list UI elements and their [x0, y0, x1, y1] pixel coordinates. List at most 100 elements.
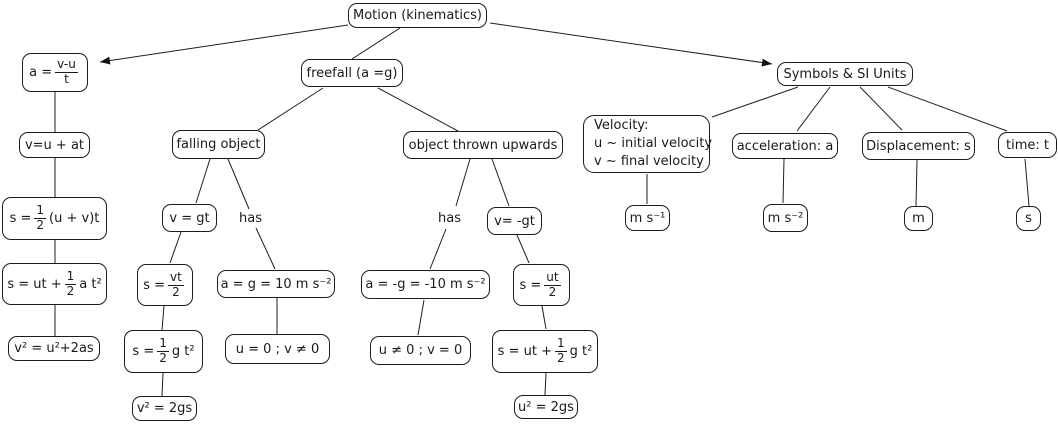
eq-pre: s =	[132, 344, 155, 359]
node-s-vt-over-2[interactable]: s = vt 2	[137, 264, 193, 306]
edge-falling-has1	[227, 158, 250, 210]
edge-has2-aneg10	[429, 228, 447, 270]
eq-pre: s =	[143, 277, 165, 293]
fraction-denominator: t	[64, 72, 69, 86]
fraction-numerator: 1	[34, 203, 47, 219]
node-s-ut-half-gt2[interactable]: s = ut + 1 2 g t²	[492, 330, 598, 373]
edge-sutgt2-u22gs	[544, 372, 547, 396]
edge-sut2-sutgt2	[541, 305, 547, 330]
link-label-has-thrown[interactable]: has	[438, 211, 461, 226]
node-s-ut-over-2[interactable]: s = ut 2	[513, 264, 570, 306]
node-symbols-si-units[interactable]: Symbols & SI Units	[777, 62, 913, 86]
fraction-denominator: 2	[66, 283, 75, 298]
edge-svt2-sgt2	[161, 305, 165, 331]
node-label: v = gt	[169, 210, 210, 226]
node-time-symbol[interactable]: time: t	[998, 132, 1057, 158]
velocity-line-3: v ~ final velocity	[594, 154, 704, 170]
node-label: m s⁻¹	[629, 210, 666, 226]
node-s-average-velocity[interactable]: s = 1 2 (u + v)t	[2, 197, 107, 240]
node-u-not-0-v0[interactable]: u ≠ 0 ; v = 0	[370, 336, 471, 365]
node-acceleration-definition[interactable]: a = v-u t	[22, 53, 88, 92]
node-label: falling object	[176, 137, 261, 152]
fraction-numerator: 1	[554, 336, 567, 352]
node-label: acceleration: a	[736, 138, 834, 154]
node-label: m s⁻²	[767, 210, 804, 226]
node-label: v² = 2gs	[136, 401, 193, 416]
eq-pre: s =	[9, 211, 32, 226]
node-label: object thrown upwards	[408, 137, 558, 153]
node-s-ut-half-at2[interactable]: s = ut + 1 2 a t²	[2, 263, 107, 305]
fraction-denominator: 2	[548, 284, 557, 299]
edge-symbols-accel	[796, 86, 831, 132]
fraction-denominator: 2	[556, 351, 565, 365]
fraction-numerator: v-u	[55, 57, 78, 73]
edge-falling-vgt	[195, 158, 211, 204]
node-falling-object[interactable]: falling object	[172, 130, 265, 159]
node-label: v= -gt	[494, 213, 535, 229]
node-u2-2gs[interactable]: u² = 2gs	[514, 395, 578, 419]
node-v-equals-gt[interactable]: v = gt	[162, 204, 217, 232]
fraction-numerator: 1	[64, 268, 77, 285]
edge-vneggt-sut2	[516, 234, 530, 264]
node-freefall[interactable]: freefall (a =g)	[301, 59, 403, 87]
node-a-equals-g-10[interactable]: a = g = 10 m s⁻²	[217, 270, 335, 298]
fraction: 1 2	[157, 336, 169, 366]
eq-post: a t²	[79, 276, 102, 292]
node-v2-2gs[interactable]: v² = 2gs	[132, 396, 197, 421]
fraction: 1 2	[64, 268, 77, 299]
edge-freefall-thrown	[377, 87, 459, 132]
node-label: a = g = 10 m s⁻²	[220, 276, 332, 292]
edge-symbols-velocity	[711, 86, 799, 118]
node-label: a = -g = -10 m s⁻²	[365, 277, 486, 292]
node-displacement-symbol[interactable]: Displacement: s	[862, 132, 975, 160]
node-label: u² = 2gs	[518, 399, 574, 415]
node-v-equals-u-plus-at[interactable]: v=u + at	[19, 132, 90, 158]
eq-pre: s = ut +	[497, 344, 552, 359]
edge-symbols-disp	[859, 86, 903, 131]
edge-time-s	[1024, 158, 1030, 207]
edge-root-freefall	[351, 27, 401, 60]
node-a-equals-neg-g-10[interactable]: a = -g = -10 m s⁻²	[361, 270, 490, 299]
node-velocity-symbols[interactable]: Velocity: u ~ initial velocity v ~ final…	[583, 115, 713, 173]
node-motion-kinematics[interactable]: Motion (kinematics)	[348, 3, 487, 28]
node-label: m	[912, 211, 925, 226]
node-unit-m[interactable]: m	[904, 206, 933, 231]
fraction-numerator: ut	[544, 269, 561, 286]
edge-thrown-has2	[455, 158, 471, 207]
eq-post: g t²	[171, 344, 195, 359]
node-label: u ≠ 0 ; v = 0	[378, 343, 463, 358]
node-s-half-gt2[interactable]: s = 1 2 g t²	[124, 330, 203, 373]
node-v-equals-neg-gt[interactable]: v= -gt	[487, 207, 542, 235]
edge-has1-ag10	[255, 227, 276, 270]
eq-pre: a =	[29, 65, 53, 80]
fraction-denominator: 2	[172, 284, 180, 299]
node-v2-u2-2as[interactable]: v² = u²+2as	[8, 336, 100, 361]
node-acceleration-symbol[interactable]: acceleration: a	[732, 133, 838, 159]
node-object-thrown-upwards[interactable]: object thrown upwards	[403, 131, 563, 159]
fraction-denominator: 2	[36, 218, 45, 232]
node-label: s	[1025, 211, 1032, 226]
node-label: time: t	[1006, 137, 1049, 153]
link-label-has-falling[interactable]: has	[239, 211, 262, 226]
fraction: ut 2	[544, 269, 561, 300]
node-label: freefall (a =g)	[306, 65, 398, 81]
node-label: u = 0 ; v ≠ 0	[235, 341, 320, 357]
edge-freefall-falling	[257, 87, 324, 131]
velocity-line-2: u ~ initial velocity	[594, 135, 713, 151]
node-label: Symbols & SI Units	[783, 66, 907, 82]
eq-post: g t²	[569, 344, 593, 359]
edge-symbols-time	[887, 86, 1008, 132]
node-label: Displacement: s	[866, 138, 971, 154]
edge-root-acceldef	[99, 24, 349, 65]
fraction-denominator: 2	[159, 351, 167, 365]
edge-vgt-svt2	[169, 231, 182, 264]
node-unit-ms-1[interactable]: m s⁻¹	[625, 205, 670, 231]
edge-thrown-vneggt	[491, 158, 510, 207]
eq-post: (u + v)t	[49, 211, 100, 226]
node-unit-ms-2[interactable]: m s⁻²	[763, 204, 808, 232]
node-unit-s[interactable]: s	[1016, 206, 1041, 231]
fraction: 1 2	[34, 203, 47, 233]
eq-pre: s = ut +	[7, 276, 62, 292]
node-u0-v-not-0[interactable]: u = 0 ; v ≠ 0	[225, 334, 330, 364]
